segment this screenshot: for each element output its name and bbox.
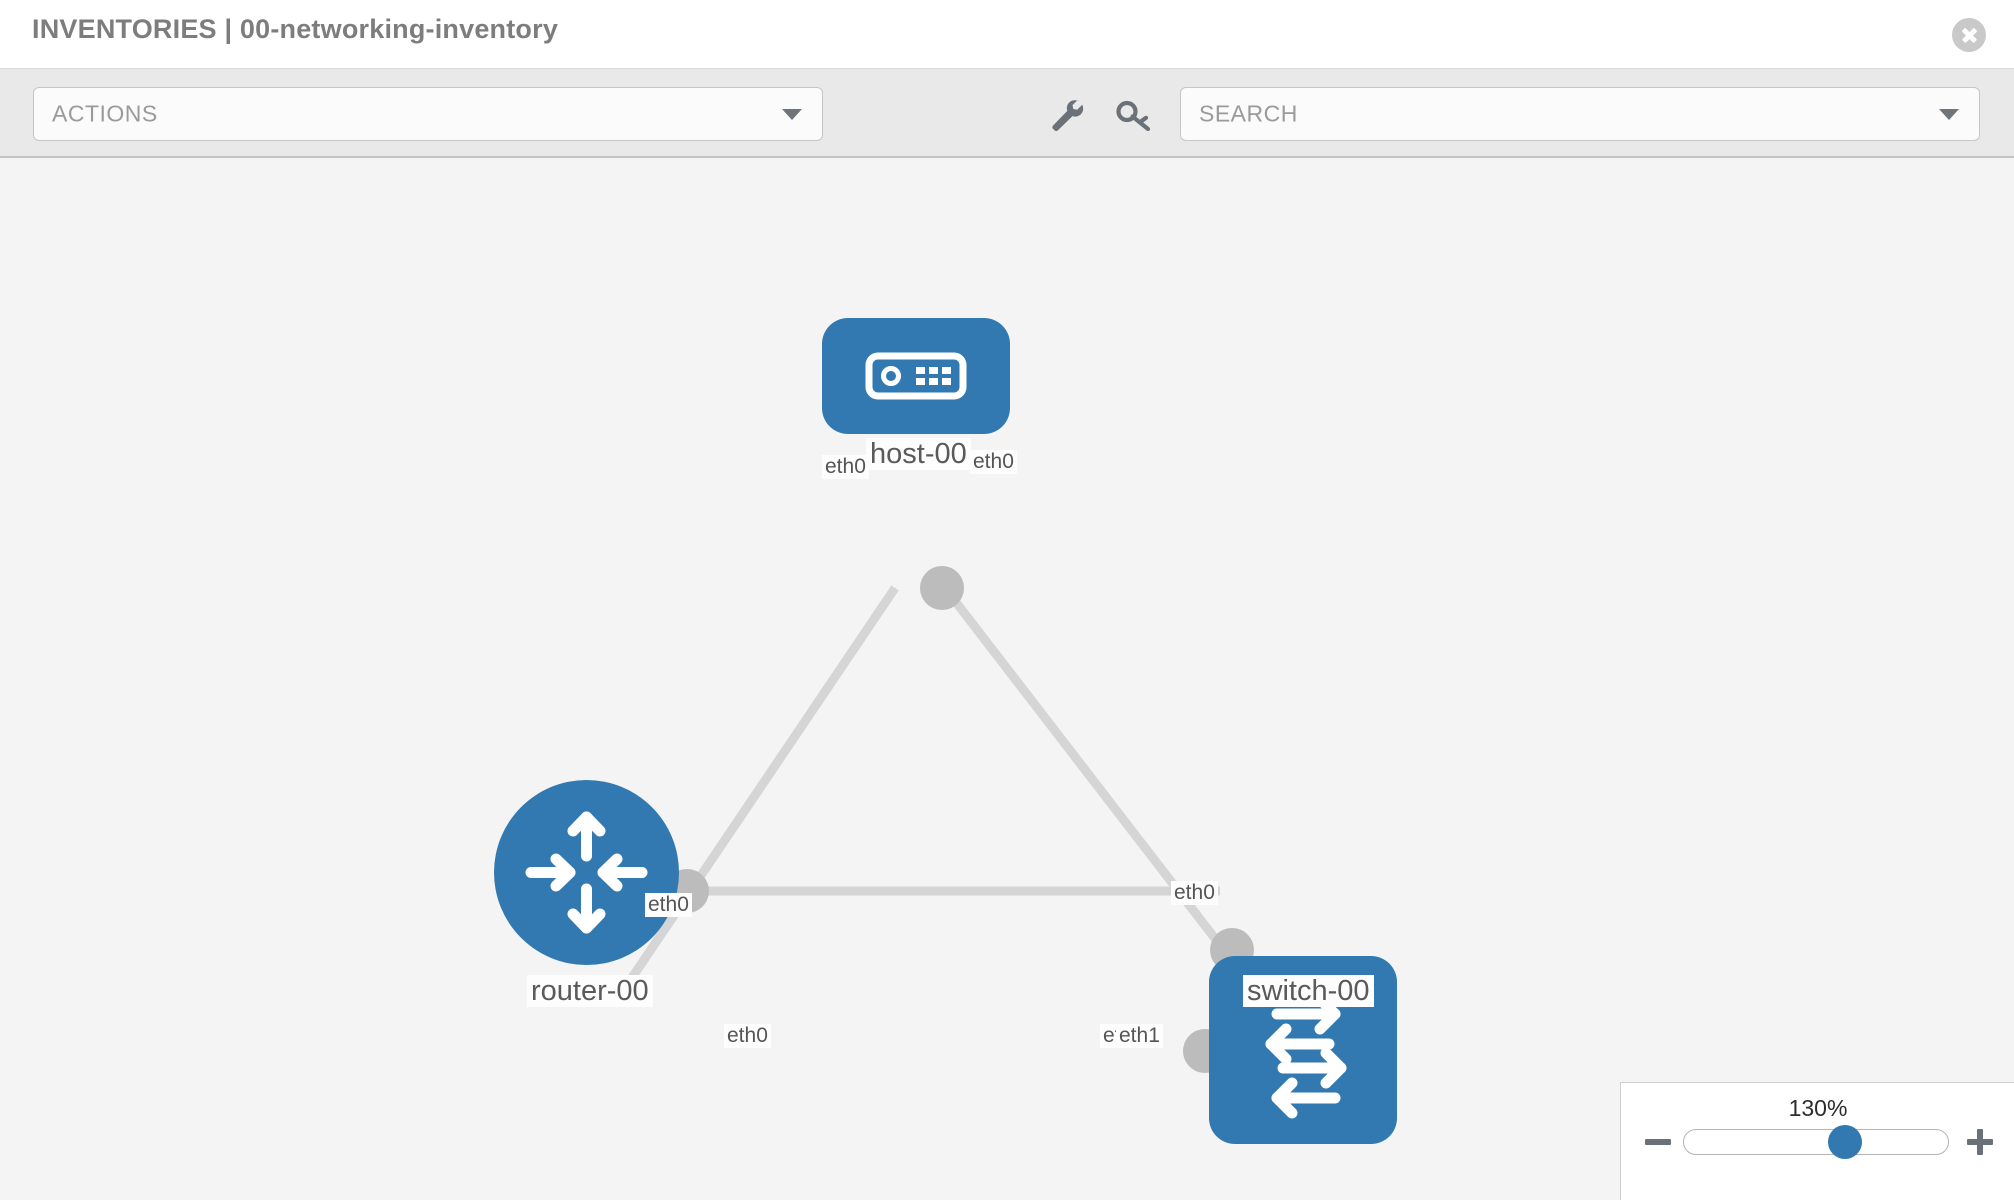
interface-label-host-right: eth0	[970, 450, 1017, 475]
actions-dropdown[interactable]: ACTIONS	[33, 87, 823, 141]
zoom-slider[interactable]	[1683, 1125, 1949, 1159]
interface-label-switch-left: eth1	[1116, 1024, 1163, 1049]
chevron-down-icon	[782, 109, 802, 120]
zoom-out-button[interactable]	[1643, 1127, 1673, 1157]
plus-icon-vertical	[1977, 1129, 1983, 1155]
node-router-00[interactable]	[494, 780, 679, 965]
link-host-router	[621, 585, 899, 991]
zoom-control-panel: 130%	[1620, 1082, 2014, 1200]
topology-links	[621, 585, 1234, 991]
interface-label-router-top: eth0	[645, 893, 692, 918]
actions-dropdown-label: ACTIONS	[52, 100, 158, 127]
topology-canvas[interactable]: host-00 eth0 eth0	[0, 158, 2014, 1200]
toolbar: ACTIONS SEARCH	[0, 68, 2014, 158]
search-input-placeholder: SEARCH	[1199, 100, 1298, 127]
wrench-icon[interactable]	[1048, 99, 1084, 131]
node-label-router-00: router-00	[527, 975, 653, 1008]
server-icon	[822, 318, 1010, 434]
zoom-in-button[interactable]	[1965, 1127, 1995, 1157]
minus-icon	[1645, 1139, 1671, 1145]
key-icon[interactable]	[1116, 99, 1152, 131]
node-label-host-00: host-00	[866, 438, 971, 471]
node-host-00[interactable]	[822, 318, 1010, 434]
page-header: INVENTORIES | 00-networking-inventory	[0, 0, 2014, 68]
chevron-down-icon	[1939, 109, 1959, 120]
node-label-switch-00: switch-00	[1243, 975, 1374, 1008]
interface-label-switch-top: eth0	[1171, 881, 1218, 906]
port-host-00-bottom[interactable]	[920, 566, 964, 610]
close-icon[interactable]	[1952, 18, 1986, 52]
interface-label-router-right: eth0	[724, 1024, 771, 1049]
interface-label-host-left: eth0	[822, 455, 869, 480]
node-host-00-shape	[822, 318, 1010, 434]
router-arrows-icon	[494, 780, 679, 965]
zoom-level-value: 130%	[1788, 1095, 1848, 1121]
search-input[interactable]: SEARCH	[1180, 87, 1980, 141]
zoom-slider-thumb[interactable]	[1827, 1125, 1862, 1159]
node-router-00-shape	[494, 780, 679, 965]
page-title: INVENTORIES | 00-networking-inventory	[32, 14, 559, 44]
